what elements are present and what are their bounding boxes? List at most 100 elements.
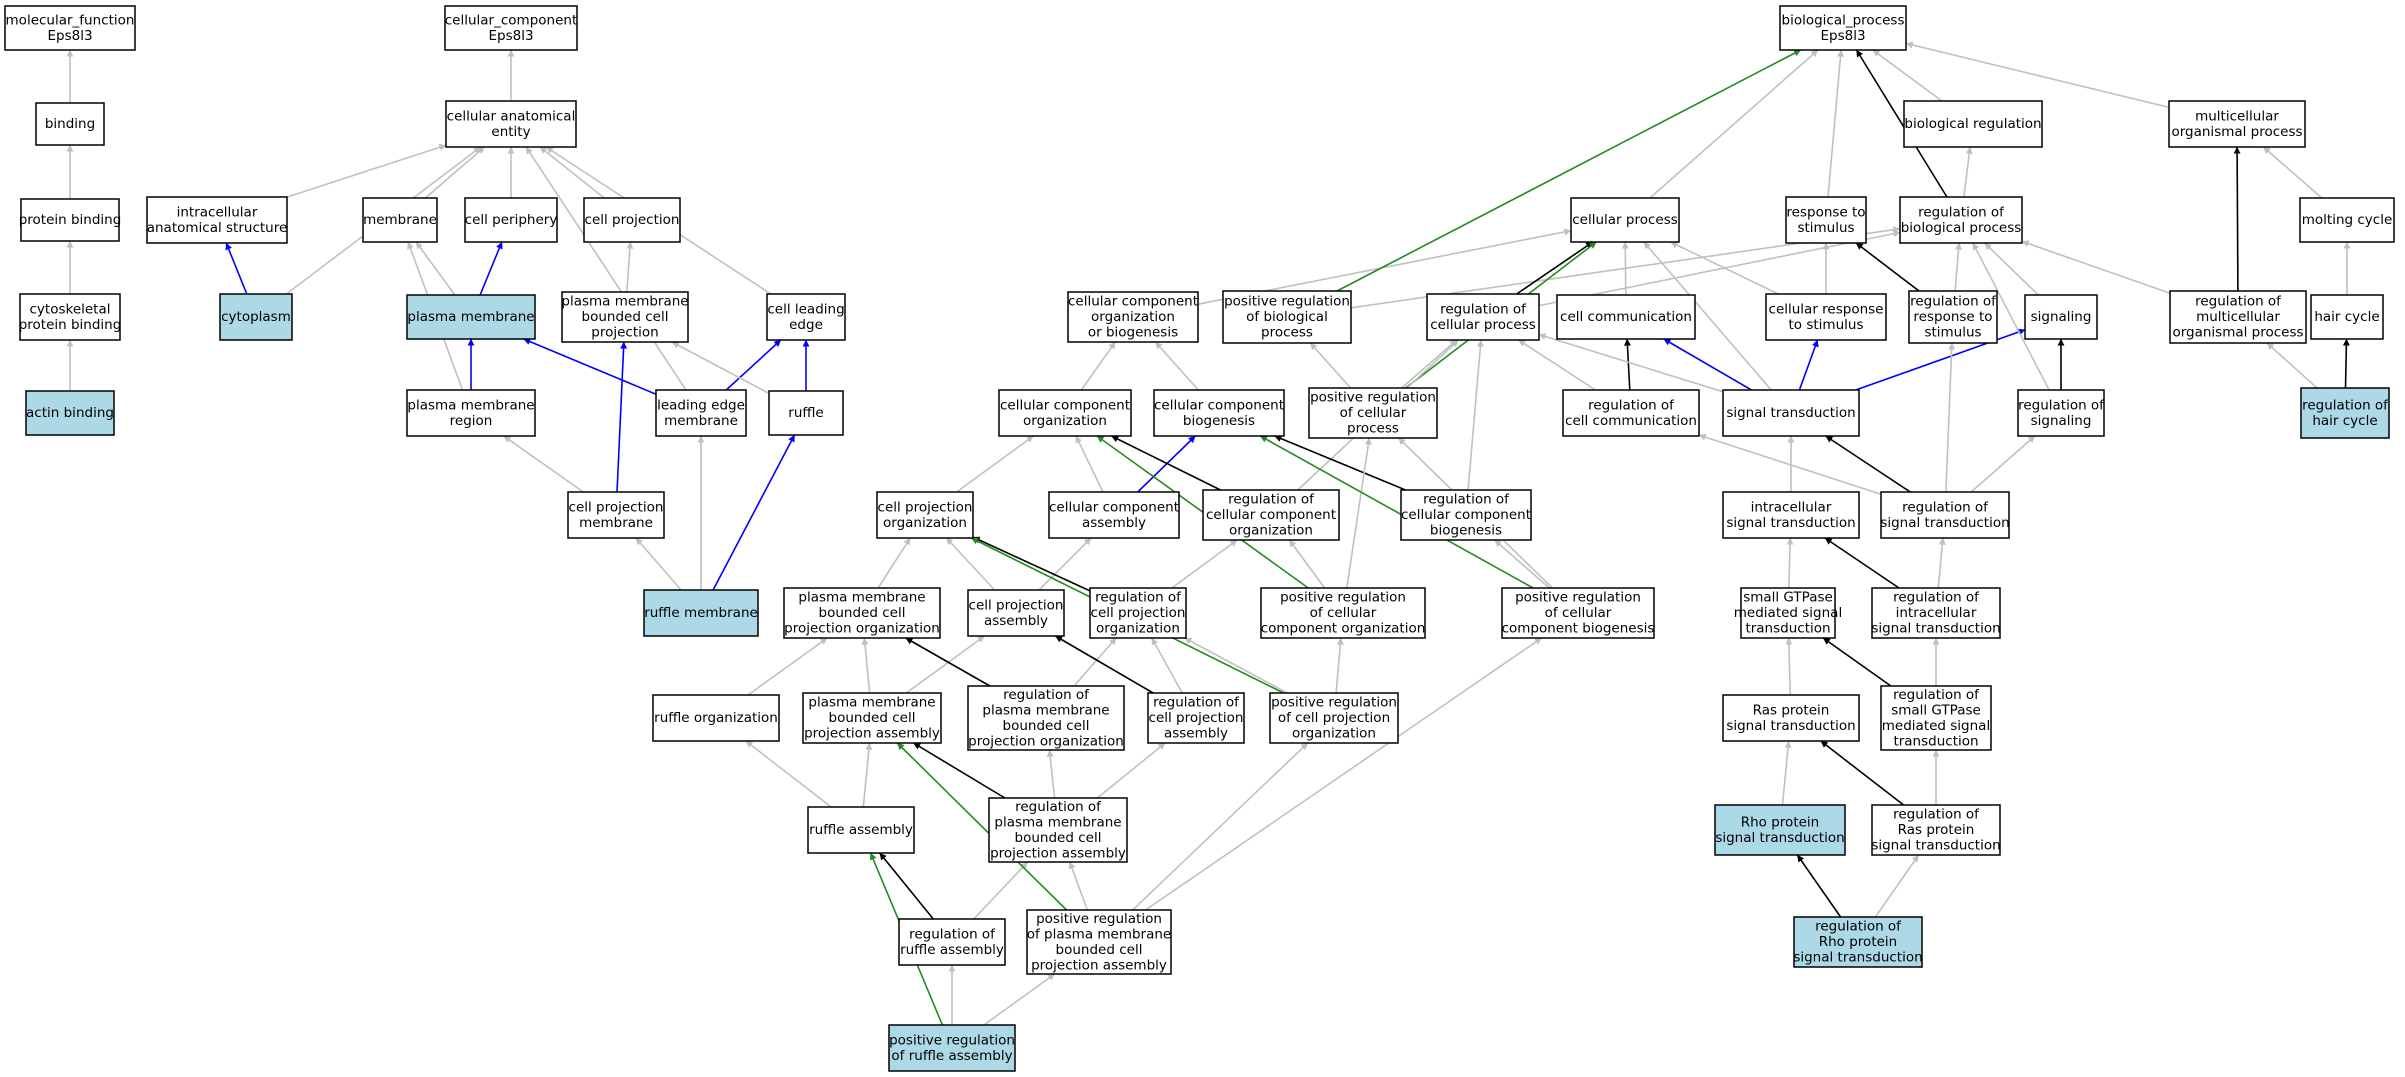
node-ruffle-assembly[interactable]: ruffle assembly <box>807 806 915 854</box>
node-box[interactable] <box>1153 389 1285 437</box>
node-box[interactable] <box>1903 100 2043 148</box>
node-box[interactable] <box>807 806 915 854</box>
node-box[interactable] <box>967 589 1065 637</box>
node-box[interactable] <box>1147 692 1245 744</box>
node-box[interactable] <box>802 692 942 744</box>
node-ruffle-org[interactable]: ruffle organization <box>652 694 780 742</box>
node-box[interactable] <box>988 797 1128 863</box>
node-box[interactable] <box>583 197 681 243</box>
node-box[interactable] <box>2299 197 2395 243</box>
node-box[interactable] <box>362 197 438 243</box>
node-biological-regulation[interactable]: biological regulation <box>1903 100 2043 148</box>
node-box[interactable] <box>1426 293 1540 341</box>
node-box[interactable] <box>1740 587 1836 639</box>
node-membrane[interactable]: membrane <box>362 197 438 243</box>
node-box[interactable] <box>1765 293 1887 341</box>
node-box[interactable] <box>998 389 1132 437</box>
node-cytoplasm[interactable]: cytoplasm <box>219 293 293 341</box>
node-box[interactable] <box>20 198 120 242</box>
node-box[interactable] <box>1722 694 1860 742</box>
node-box[interactable] <box>1067 291 1199 343</box>
node-box[interactable] <box>406 294 536 340</box>
node-hair-cycle[interactable]: hair cycle <box>2310 294 2384 340</box>
node-box[interactable] <box>643 589 759 637</box>
node-box[interactable] <box>445 100 577 148</box>
node-box[interactable] <box>2024 294 2098 340</box>
node-box[interactable] <box>2168 100 2306 148</box>
node-box[interactable] <box>967 685 1125 751</box>
node-box[interactable] <box>2310 294 2384 340</box>
node-box[interactable] <box>444 5 578 51</box>
node-protein-binding[interactable]: protein binding <box>19 198 122 242</box>
node-box[interactable] <box>1570 197 1680 243</box>
node-cell-projection[interactable]: cell projection <box>583 197 681 243</box>
node-box[interactable] <box>1899 196 2023 244</box>
node-box[interactable] <box>1880 491 2010 539</box>
node-box[interactable] <box>1722 491 1860 539</box>
node-box[interactable] <box>1089 587 1187 639</box>
node-box[interactable] <box>1048 491 1180 539</box>
node-box[interactable] <box>1785 196 1867 244</box>
node-box[interactable] <box>655 389 747 437</box>
node-binding[interactable]: binding <box>35 102 105 146</box>
node-box[interactable] <box>1260 587 1426 639</box>
node-box[interactable] <box>1501 587 1655 639</box>
node-box[interactable] <box>561 291 689 343</box>
node-box[interactable] <box>1202 489 1340 541</box>
node-box[interactable] <box>876 491 974 539</box>
node-box[interactable] <box>1026 909 1172 975</box>
node-signal-transduction[interactable]: signal transduction <box>1722 389 1860 437</box>
node-box[interactable] <box>1722 389 1860 437</box>
node-box[interactable] <box>2300 387 2390 439</box>
node-box[interactable] <box>1400 489 1532 541</box>
node-box[interactable] <box>464 197 558 243</box>
node-box[interactable] <box>1562 389 1700 437</box>
node-box[interactable] <box>768 390 844 436</box>
node-box[interactable] <box>888 1024 1016 1072</box>
node-box[interactable] <box>1269 692 1399 744</box>
node-actin-binding[interactable]: actin binding <box>25 390 115 436</box>
node-box[interactable] <box>1308 387 1438 439</box>
node-box[interactable] <box>898 918 1006 966</box>
node-box[interactable] <box>406 389 536 437</box>
node-box[interactable] <box>2169 290 2307 344</box>
node-box[interactable] <box>783 587 941 639</box>
node-box[interactable] <box>19 293 121 341</box>
node-box[interactable] <box>1779 5 1907 51</box>
node-box[interactable] <box>567 491 665 539</box>
